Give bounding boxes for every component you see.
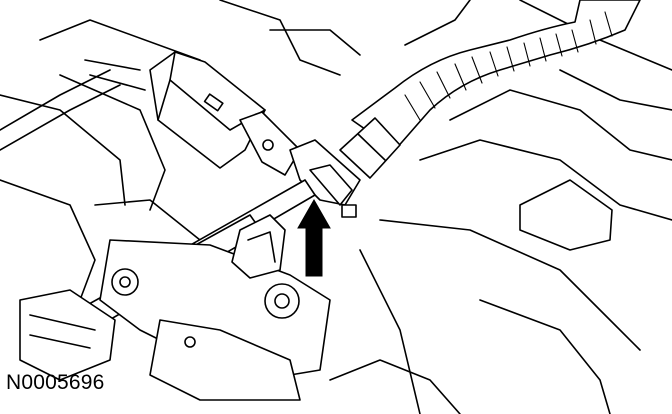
- figure-reference-code: N0005696: [6, 371, 105, 394]
- up-arrow-icon: [297, 198, 331, 277]
- mounting-bracket: [19, 214, 331, 401]
- wiring-harness: [339, 0, 641, 179]
- electrical-connector: [149, 51, 361, 218]
